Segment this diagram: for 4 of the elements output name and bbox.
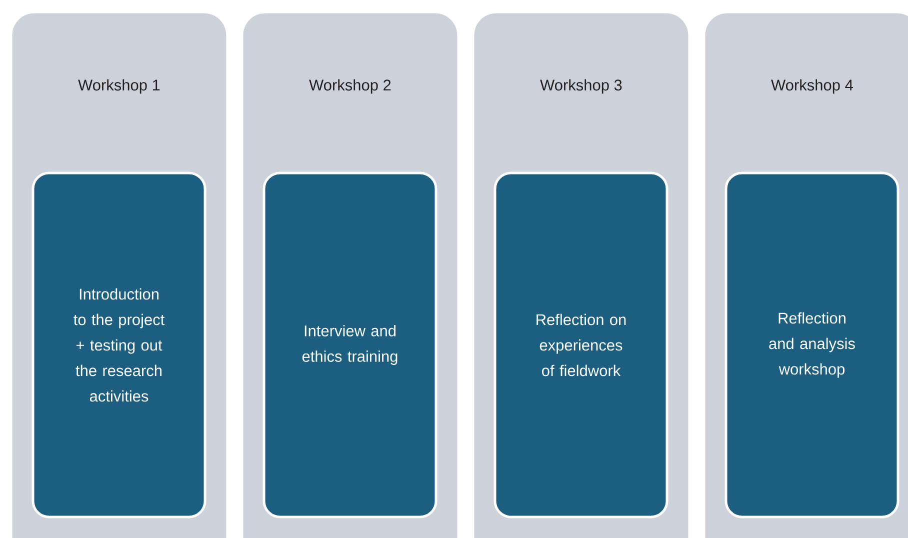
- content-box: Introduction to the project + testing out the research activities: [32, 172, 206, 518]
- content-box: Interview and ethics training: [262, 172, 438, 518]
- content-box: Reflection and analysis workshop: [724, 172, 900, 518]
- content-box: Reflection on experiences of fieldwork: [494, 172, 668, 518]
